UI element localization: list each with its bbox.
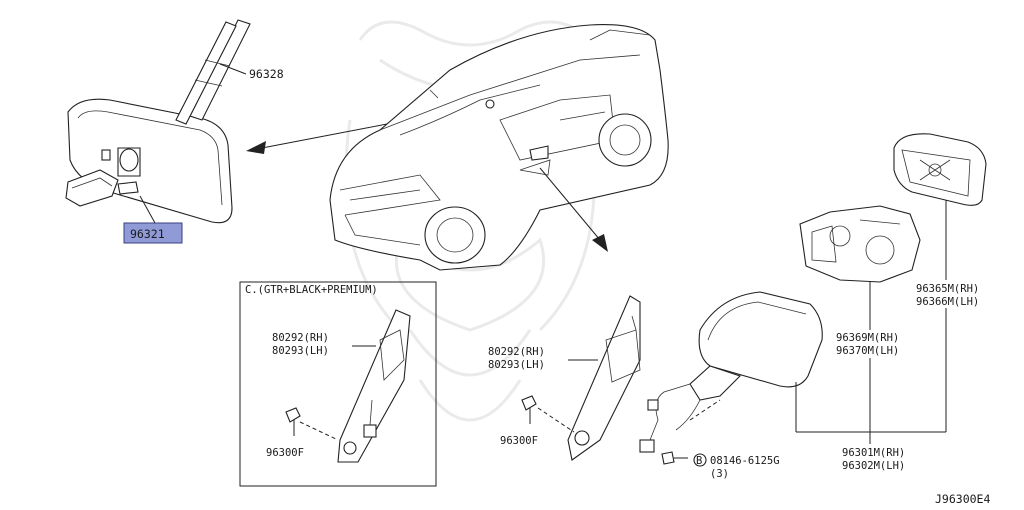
inset-label-80293: 80293(LH)	[272, 345, 329, 357]
mirror-actuator	[799, 205, 921, 283]
part-label-96301M: 96301M(RH)	[842, 447, 905, 459]
part-label-80293: 80293(LH)	[488, 359, 545, 371]
part-label-96365M: 96365M(RH)	[916, 283, 979, 295]
bolt-08146	[661, 451, 707, 467]
rear-view-mirror	[65, 98, 233, 233]
part-label-96302M: 96302M(LH)	[842, 460, 905, 472]
part-label-96369M: 96369M(RH)	[836, 332, 899, 344]
door-mirror-assembly	[639, 291, 823, 453]
part-label-96366M: 96366M(LH)	[916, 296, 979, 308]
bolt-prefix-icon: B	[696, 455, 702, 467]
inset-label-96300F: 96300F	[266, 447, 304, 459]
assembly-leader-lines	[795, 308, 947, 444]
screw-96300F	[521, 395, 575, 433]
variant-inset-box: C.(GTR+BLACK+PREMIUM) 80292(RH) 80293(LH…	[239, 281, 437, 487]
diagram-ref-code: J96300E4	[935, 492, 990, 506]
part-label-96321-highlight[interactable]: 96321	[123, 222, 183, 244]
part-label-08146: 08146-6125G	[710, 455, 780, 467]
inset-label-80292: 80292(RH)	[272, 332, 329, 344]
mirror-cover	[175, 19, 251, 125]
mirror-glass	[893, 133, 987, 206]
part-label-96370M: 96370M(LH)	[836, 345, 899, 357]
pointer-arrow-side-mirror	[539, 167, 608, 252]
part-label-96328: 96328	[249, 67, 284, 81]
part-label-80292: 80292(RH)	[488, 346, 545, 358]
car-illustration	[329, 24, 669, 271]
part-label-96321[interactable]: 96321	[130, 227, 165, 241]
inset-title: C.(GTR+BLACK+PREMIUM)	[245, 284, 378, 296]
mirror-base-trim	[567, 295, 641, 461]
bolt-quantity: (3)	[710, 468, 729, 480]
part-label-96300F: 96300F	[500, 435, 538, 447]
